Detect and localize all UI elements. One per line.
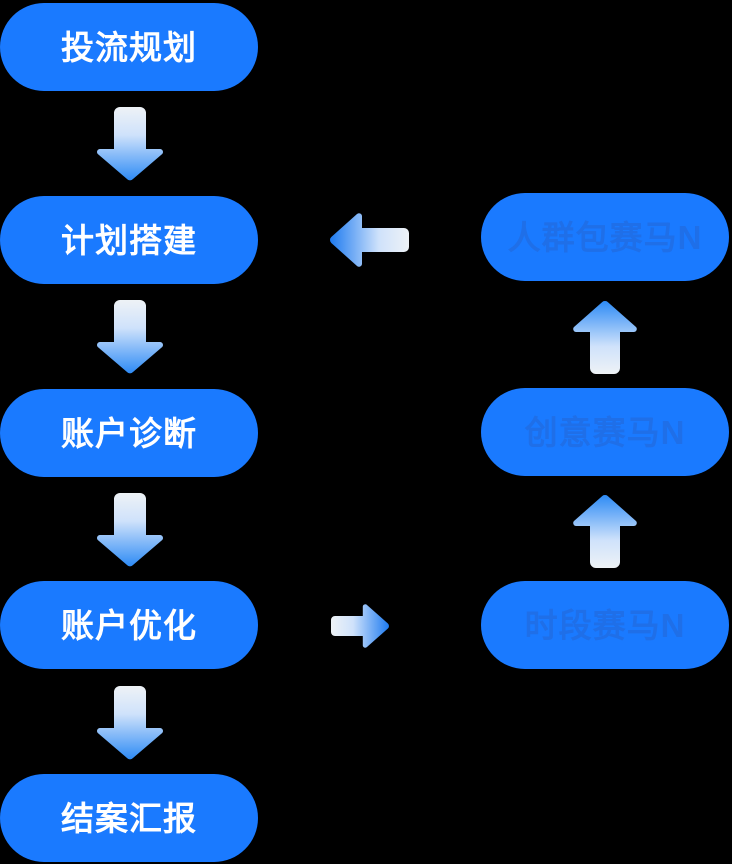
arrow-creative-to-audience-race [570, 298, 640, 376]
node-diagnose-label: 账户诊断 [61, 414, 197, 452]
node-build-label: 计划搭建 [61, 221, 197, 259]
node-report[interactable]: 结案汇报 [0, 774, 258, 862]
arrow-daypart-to-creative-race [570, 492, 640, 570]
node-report-label: 结案汇报 [61, 799, 197, 837]
arrow-build-to-diagnose [94, 298, 166, 376]
node-planning-label: 投流规划 [61, 28, 197, 66]
node-build[interactable]: 计划搭建 [0, 196, 258, 284]
node-optimize[interactable]: 账户优化 [0, 581, 258, 669]
node-audience-race-label: 人群包赛马N [507, 218, 703, 256]
node-creative-race[interactable]: 创意赛马N [481, 388, 729, 476]
node-creative-race-label: 创意赛马N [524, 413, 686, 451]
arrow-diagnose-to-optimize [94, 491, 166, 569]
arrow-audience-race-to-build [327, 210, 411, 270]
node-diagnose[interactable]: 账户诊断 [0, 389, 258, 477]
node-optimize-label: 账户优化 [61, 606, 197, 644]
node-daypart-race[interactable]: 时段赛马N [481, 581, 729, 669]
arrow-planning-to-build [94, 105, 166, 183]
arrow-optimize-to-daypart-race [328, 602, 392, 650]
node-planning[interactable]: 投流规划 [0, 3, 258, 91]
node-daypart-race-label: 时段赛马N [524, 606, 686, 644]
arrow-optimize-to-report [94, 684, 166, 762]
node-audience-race[interactable]: 人群包赛马N [481, 193, 729, 281]
